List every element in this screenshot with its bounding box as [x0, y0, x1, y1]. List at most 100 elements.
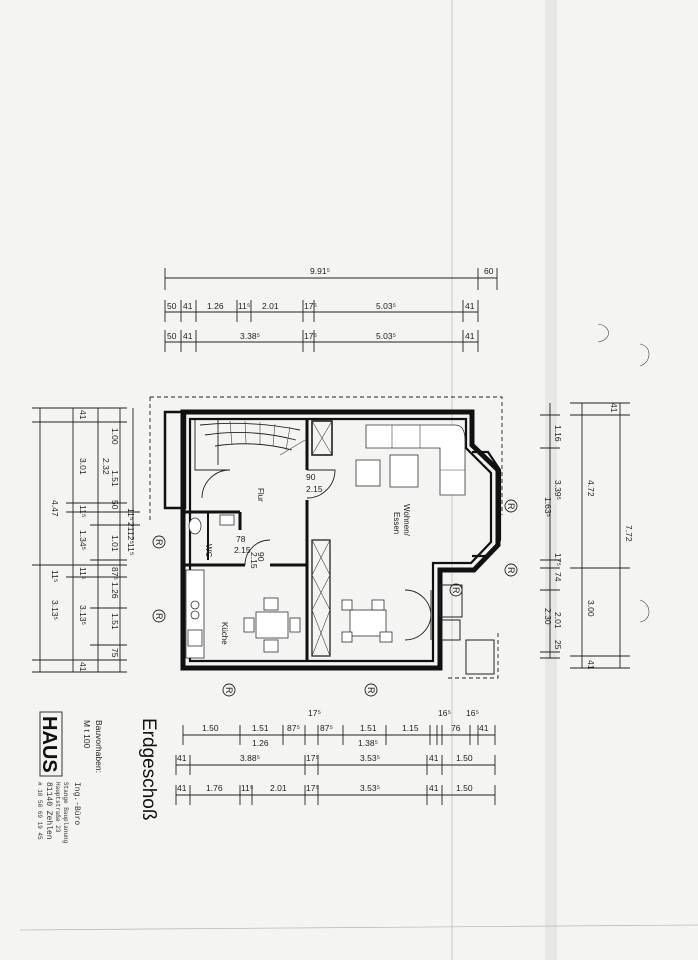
dim-left-c2-1: 11⁵: [50, 570, 60, 582]
r-marker: R: [154, 613, 164, 620]
dim-left-c5-1: 21: [126, 522, 136, 532]
dim-top-r3-5: 41: [465, 331, 475, 341]
dim-left-c4-5: 1.26: [110, 582, 120, 599]
dim-bot-r1-4: 1.51: [360, 723, 377, 733]
dim-top-r2-6: 5.03⁵: [376, 301, 396, 311]
dim-bot-r3-0: 41: [177, 783, 187, 793]
dim-bot-r1s-4: 17⁵: [308, 708, 321, 718]
stamp-line-2: Stange Bauplanung: [62, 782, 69, 844]
dim-left-c3-2: 11⁵: [78, 505, 88, 517]
door-flur-w: 90: [306, 472, 316, 482]
dim-bot-r3-1: 1.76: [206, 783, 223, 793]
dim-left-c3-3: 1.34⁵: [78, 530, 88, 550]
door-flur-h: 2.15: [306, 484, 323, 494]
title-block: Erdgeschoß Bauvorhaben: M t 100 HAUS Ing…: [36, 711, 159, 844]
dim-right-c2-3: 41: [609, 403, 619, 413]
dim-left-c5-3: 11⁵: [126, 543, 136, 555]
dim-left-c4-3: 1.01: [110, 535, 120, 552]
stamp-line-1: Ing.-Büro: [72, 782, 81, 825]
dim-top-r2-1: 41: [183, 301, 193, 311]
dim-left-c3-4: 11⁵: [78, 567, 88, 579]
dim-bot-r3-2: 11⁵: [241, 783, 253, 793]
room-labels: Flur Wohnen/ Essen Küche WC 90 2.15 78 2…: [204, 472, 411, 645]
dim-left-c2-0: 3.01: [78, 458, 88, 475]
dim-bot-r1-5: 1.15: [402, 723, 419, 733]
dim-right-overall: 7.72: [624, 525, 634, 542]
dim-bot-r1-0: 1.50: [202, 723, 219, 733]
dim-left-c3-5: 3.13⁵: [78, 605, 88, 625]
dim-bot-r2-3: 3.53⁵: [360, 753, 380, 763]
dim-bot-r1s-2: 16⁵: [438, 708, 451, 718]
dim-top-r2-0: 50: [167, 301, 177, 311]
stamp-logo: HAUS: [38, 716, 60, 773]
dim-bot-r1s-1: 1.38⁵: [358, 738, 378, 748]
dim-left-c4-2: 50: [110, 500, 120, 510]
dim-left-c3-6: 41: [78, 662, 88, 672]
dim-left-c4-7: 75: [110, 648, 120, 658]
bottom-dimensions: 1.50 1.51 87⁵ 87⁵ 1.51 1.15 76 41 1.26 1…: [175, 708, 496, 805]
dim-right-c1-3: 17⁵: [553, 553, 563, 566]
dim-top-r2-2: 1.26: [207, 301, 224, 311]
r-markers: R R R R R R R: [152, 499, 518, 697]
stamp-line-5: # 10 50 69 19 45: [36, 782, 43, 840]
room-flur: Flur: [256, 488, 265, 502]
top-dimensions: 9.91⁵ 60 50 41 1.26 11⁵ 2.01 17⁵ 5.03⁵ 4…: [164, 266, 498, 352]
furniture: [185, 424, 466, 659]
door-kue-h: 2.15: [249, 552, 259, 569]
door-wc-w: 78: [236, 534, 246, 544]
dim-bot-r2-4: 41: [429, 753, 439, 763]
doors: [201, 469, 432, 641]
dim-bot-r2-5: 1.50: [456, 753, 473, 763]
dim-bot-r1-7: 41: [479, 723, 489, 733]
dim-left-c4-4: 87⁵: [110, 567, 120, 580]
r-marker: R: [506, 503, 516, 510]
dim-bot-r1s-3: 16⁵: [466, 708, 479, 718]
dim-bot-r2-0: 41: [177, 753, 187, 763]
room-wc: WC: [204, 544, 213, 558]
dim-top-r2-5: 17⁵: [304, 301, 317, 311]
dim-right-c2-1: 3.00: [586, 600, 596, 617]
interior-walls: [183, 419, 502, 675]
dim-top-r2-3: 11⁵: [238, 301, 250, 311]
door-kue-w: 90: [256, 552, 266, 562]
scale-label: M t 100: [82, 720, 92, 749]
dim-bot-r1-3: 87⁵: [320, 723, 333, 733]
dim-bot-r3-7: 1.50: [456, 783, 473, 793]
r-marker: R: [506, 567, 516, 574]
plan-title: Erdgeschoß: [138, 718, 159, 820]
dim-top-r3-1: 41: [183, 331, 193, 341]
dim-bot-r3-5: 3.53⁵: [360, 783, 380, 793]
building-outline: [149, 396, 503, 679]
dim-right-c1-5: 2.01: [553, 612, 563, 629]
dim-left-c3-0: 41: [78, 410, 88, 420]
dim-top-overhang: 60: [484, 266, 494, 276]
dim-bot-r1-2: 87⁵: [287, 723, 300, 733]
dim-bot-r3-6: 41: [429, 783, 439, 793]
dim-bot-r3-4: 17⁵: [306, 783, 319, 793]
owner-label: Bauvorhaben:: [94, 720, 104, 773]
right-dimensions: 7.72 4.72 3.00 41 41 1.16 3.39⁵ 1.63⁵ 17…: [540, 402, 634, 670]
dim-left-c5-0: 11⁵: [126, 508, 136, 520]
dim-left-c5-2: 12⁵: [126, 531, 136, 544]
dim-left-overall: 4.47: [50, 500, 60, 517]
dim-right-c1-4: 74: [553, 572, 563, 582]
dim-bot-r1-1: 1.51: [252, 723, 269, 733]
dim-top-r2-4: 2.01: [262, 301, 279, 311]
dim-bot-r1-6: 76: [451, 723, 461, 733]
dim-left-c4-1: 1.51: [110, 470, 120, 487]
dim-right-c1-0: 1.16: [553, 425, 563, 442]
dim-bot-r2-1: 3.88⁵: [240, 753, 260, 763]
dim-bot-r1s-0: 1.26: [252, 738, 269, 748]
dim-top-r3-0: 50: [167, 331, 177, 341]
door-wc-h: 2.15: [234, 545, 251, 555]
dim-right-c2-0: 4.72: [586, 480, 596, 497]
r-marker: R: [366, 687, 376, 694]
r-marker: R: [451, 587, 461, 594]
room-kueche: Küche: [220, 622, 229, 645]
stamp-line-3: Hauptstraße 23: [54, 782, 61, 833]
dim-top-r2-7: 41: [465, 301, 475, 311]
dim-top-overall: 9.91⁵: [310, 266, 330, 276]
dim-right-c2-2: 41: [586, 660, 596, 670]
